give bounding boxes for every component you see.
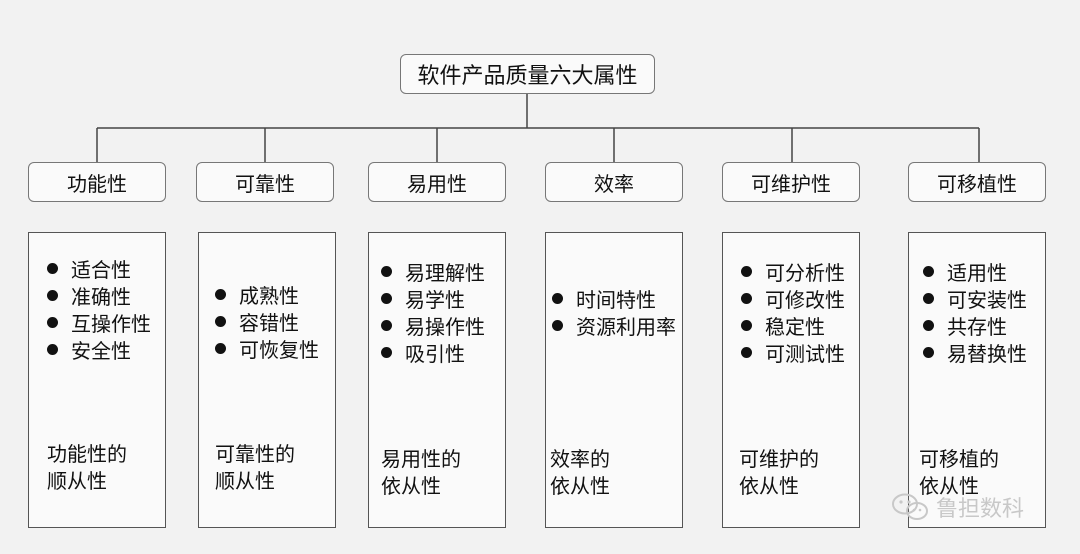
compliance-text: 效率的 依从性 [550, 447, 610, 498]
detail-box-functionality: 适合性 准确性 互操作性 安全性 功能性的 顺从性 [28, 232, 166, 528]
compliance-text: 可移植的 依从性 [919, 447, 999, 498]
list-item: 时间特性 [552, 285, 682, 312]
bullet-icon [923, 266, 934, 277]
compliance-text: 易用性的 依从性 [381, 447, 461, 498]
detail-box-maintainability: 可分析性 可修改性 稳定性 可测试性 可维护的 依从性 [722, 232, 860, 528]
attribute-node-maintainability: 可维护性 [722, 162, 860, 202]
detail-box-portability: 适用性 可安装性 共存性 易替换性 可移植的 依从性 [908, 232, 1046, 528]
attribute-node-efficiency: 效率 [545, 162, 683, 202]
bullet-icon [552, 293, 563, 304]
bullet-icon [215, 289, 226, 300]
list-item: 成熟性 [215, 281, 335, 308]
sub-characteristic-list: 成熟性 容错性 可恢复性 [199, 281, 335, 362]
bullet-icon [381, 266, 392, 277]
list-item: 可恢复性 [215, 335, 335, 362]
root-node: 软件产品质量六大属性 [400, 54, 655, 94]
list-item: 可分析性 [741, 258, 859, 285]
list-item: 稳定性 [741, 312, 859, 339]
bullet-icon [741, 266, 752, 277]
attribute-label: 功能性 [67, 171, 127, 196]
list-item: 适合性 [47, 255, 165, 282]
bullet-icon [381, 347, 392, 358]
list-item: 资源利用率 [552, 312, 682, 339]
watermark: 鲁担数科 [890, 492, 1024, 522]
list-item: 共存性 [923, 312, 1045, 339]
bullet-icon [923, 293, 934, 304]
bullet-icon [47, 263, 58, 274]
attribute-node-portability: 可移植性 [908, 162, 1046, 202]
bullet-icon [741, 320, 752, 331]
attribute-node-reliability: 可靠性 [196, 162, 334, 202]
list-item: 易替换性 [923, 339, 1045, 366]
sub-characteristic-list: 易理解性 易学性 易操作性 吸引性 [369, 258, 505, 366]
bullet-icon [47, 344, 58, 355]
list-item: 可安装性 [923, 285, 1045, 312]
bullet-icon [923, 347, 934, 358]
detail-box-efficiency: 时间特性 资源利用率 效率的 依从性 [545, 232, 683, 528]
watermark-text: 鲁担数科 [936, 497, 1025, 522]
root-title: 软件产品质量六大属性 [417, 64, 638, 89]
attribute-label: 效率 [594, 171, 634, 196]
compliance-text: 功能性的 顺从性 [47, 442, 127, 493]
detail-box-usability: 易理解性 易学性 易操作性 吸引性 易用性的 依从性 [368, 232, 506, 528]
list-item: 适用性 [923, 258, 1045, 285]
bullet-icon [215, 343, 226, 354]
bullet-icon [47, 317, 58, 328]
sub-characteristic-list: 可分析性 可修改性 稳定性 可测试性 [723, 258, 859, 366]
list-item: 容错性 [215, 308, 335, 335]
list-item: 易理解性 [381, 258, 505, 285]
list-item: 吸引性 [381, 339, 505, 366]
wechat-icon [892, 493, 928, 520]
attribute-label: 可维护性 [751, 171, 831, 196]
attribute-label: 易用性 [407, 171, 467, 196]
bullet-icon [215, 316, 226, 327]
bullet-icon [47, 290, 58, 301]
sub-characteristic-list: 适合性 准确性 互操作性 安全性 [29, 255, 165, 363]
bullet-icon [381, 320, 392, 331]
list-item: 可测试性 [741, 339, 859, 366]
bullet-icon [923, 320, 934, 331]
list-item: 安全性 [47, 336, 165, 363]
bullet-icon [552, 320, 563, 331]
compliance-text: 可维护的 依从性 [739, 447, 819, 498]
attribute-node-usability: 易用性 [368, 162, 506, 202]
list-item: 准确性 [47, 282, 165, 309]
bullet-icon [741, 347, 752, 358]
attribute-label: 可靠性 [235, 171, 295, 196]
attribute-label: 可移植性 [937, 171, 1017, 196]
detail-box-reliability: 成熟性 容错性 可恢复性 可靠性的 顺从性 [198, 232, 336, 528]
sub-characteristic-list: 适用性 可安装性 共存性 易替换性 [909, 258, 1045, 366]
list-item: 易学性 [381, 285, 505, 312]
bullet-icon [381, 293, 392, 304]
list-item: 可修改性 [741, 285, 859, 312]
list-item: 易操作性 [381, 312, 505, 339]
attribute-node-functionality: 功能性 [28, 162, 166, 202]
sub-characteristic-list: 时间特性 资源利用率 [546, 285, 682, 339]
bullet-icon [741, 293, 752, 304]
compliance-text: 可靠性的 顺从性 [215, 442, 295, 493]
list-item: 互操作性 [47, 309, 165, 336]
